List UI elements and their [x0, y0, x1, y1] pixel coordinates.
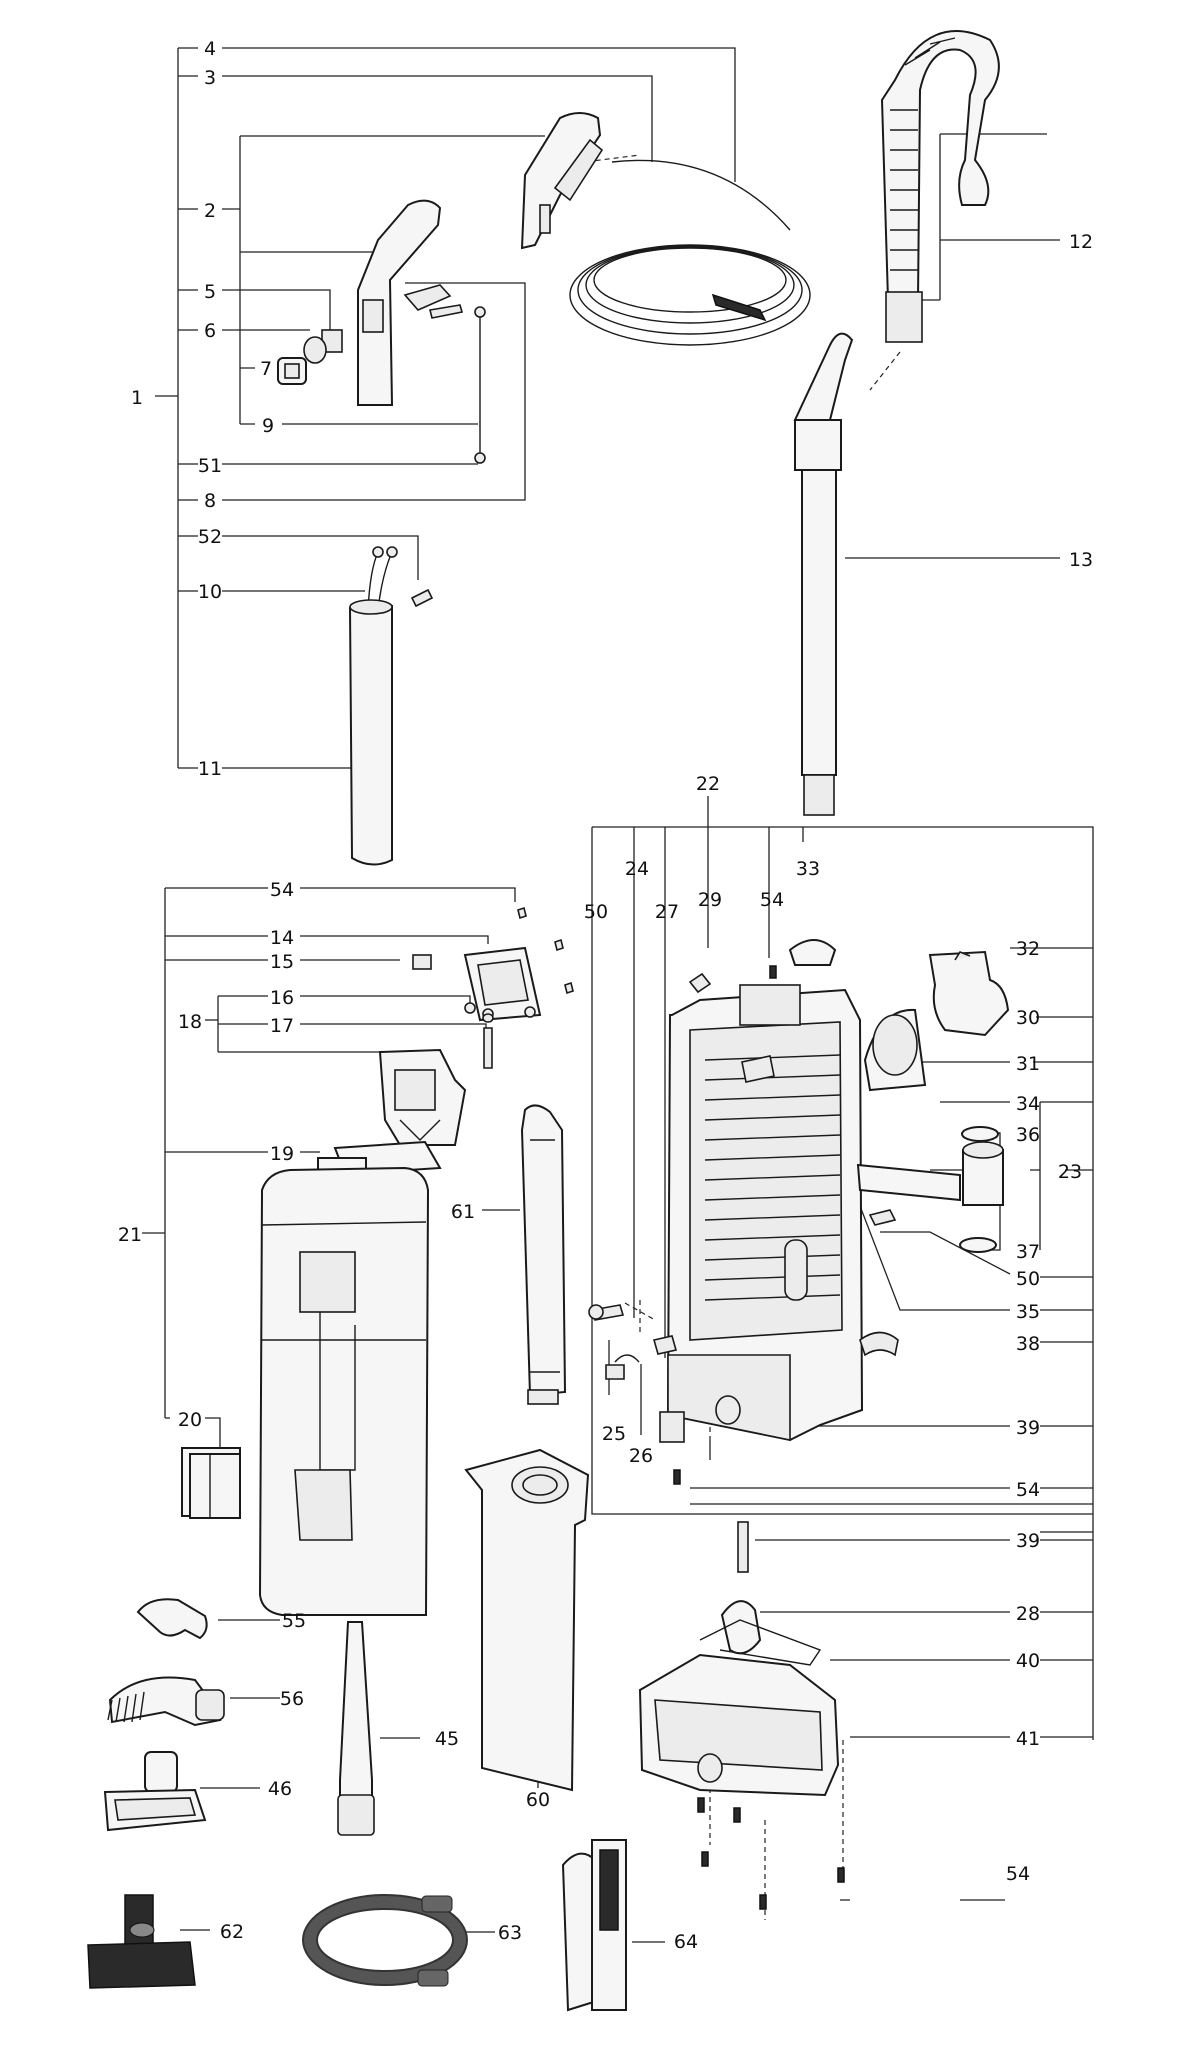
- upholstery-tool-46: [103, 1751, 207, 1832]
- label-37: 37: [1016, 1241, 1040, 1263]
- label-25: 25: [602, 1423, 626, 1445]
- label-50b: 50: [1016, 1268, 1040, 1290]
- parts: [87, 30, 1010, 2012]
- label-4: 4: [204, 38, 216, 60]
- clamp-33: [688, 939, 837, 1083]
- label-61: 61: [451, 1201, 475, 1223]
- small-fasteners: [588, 1304, 899, 1443]
- label-8: 8: [204, 490, 216, 512]
- label-29: 29: [698, 889, 722, 911]
- crevice-tool-45: [337, 1621, 375, 1836]
- label-64: 64: [674, 1931, 698, 1953]
- label-28: 28: [1016, 1603, 1040, 1625]
- tube-wires: [367, 546, 434, 611]
- label-54c: 54: [1016, 1479, 1040, 1501]
- label-36: 36: [1016, 1124, 1040, 1146]
- bag-60: [464, 1448, 590, 1792]
- label-5: 5: [204, 281, 216, 303]
- filter-pads-20: [181, 1447, 241, 1519]
- label-39a: 39: [1016, 1417, 1040, 1439]
- label-50a: 50: [584, 901, 608, 923]
- label-35: 35: [1016, 1301, 1040, 1323]
- label-31: 31: [1016, 1053, 1040, 1075]
- leader-lines: [142, 47, 1094, 1943]
- power-cord-coil: [569, 159, 811, 346]
- label-32: 32: [1016, 938, 1040, 960]
- label-22: 22: [696, 773, 720, 795]
- bag-pack-64: [561, 1839, 627, 2012]
- screws-54: [673, 965, 845, 1910]
- label-38: 38: [1016, 1333, 1040, 1355]
- exhaust-30: [863, 950, 1010, 1092]
- label-17: 17: [270, 1015, 294, 1037]
- clip-assembly: [412, 906, 574, 1069]
- label-1: 1: [131, 387, 143, 409]
- label-39b: 39: [1016, 1530, 1040, 1552]
- label-45: 45: [435, 1728, 459, 1750]
- label-56: 56: [280, 1688, 304, 1710]
- handle-grip-top: [520, 112, 604, 250]
- label-10: 10: [198, 581, 222, 603]
- label-15: 15: [270, 951, 294, 973]
- switch-block: [378, 1048, 467, 1146]
- label-6: 6: [204, 320, 216, 342]
- bag-61: [520, 1104, 567, 1405]
- label-18: 18: [178, 1011, 202, 1033]
- label-33: 33: [796, 858, 820, 880]
- cable-wire-9: [403, 284, 486, 464]
- label-55: 55: [282, 1610, 306, 1632]
- label-7: 7: [260, 358, 272, 380]
- label-30: 30: [1016, 1007, 1040, 1029]
- lower-handle-tube: [348, 599, 393, 866]
- label-3: 3: [204, 67, 216, 89]
- label-41: 41: [1016, 1728, 1040, 1750]
- label-23: 23: [1058, 1161, 1082, 1183]
- hose-63: [302, 1894, 468, 1987]
- label-24: 24: [625, 858, 649, 880]
- turbo-brush-62: [87, 1894, 196, 1989]
- label-12: 12: [1069, 231, 1093, 253]
- label-9: 9: [262, 415, 274, 437]
- valve-23: [856, 1126, 1004, 1253]
- label-26: 26: [629, 1445, 653, 1467]
- label-16: 16: [270, 987, 294, 1009]
- label-62: 62: [220, 1921, 244, 1943]
- part-number-labels: 4 3 2 5 6 7 1 9 51 8 52 10 11 12 13 22 2…: [118, 38, 1093, 1953]
- bottom-assembly: [638, 1521, 840, 1797]
- label-21: 21: [118, 1224, 142, 1246]
- label-2: 2: [204, 200, 216, 222]
- label-54d: 54: [1006, 1863, 1030, 1885]
- label-20: 20: [178, 1409, 202, 1431]
- label-19: 19: [270, 1143, 294, 1165]
- label-46: 46: [268, 1778, 292, 1800]
- label-13: 13: [1069, 549, 1093, 571]
- front-cover: [258, 1166, 430, 1616]
- label-54b: 54: [760, 889, 784, 911]
- label-40: 40: [1016, 1650, 1040, 1672]
- label-60: 60: [526, 1789, 550, 1811]
- brush-56: [107, 1676, 225, 1727]
- label-52: 52: [198, 526, 222, 548]
- label-54a: 54: [270, 879, 294, 901]
- handle-grip-middle: [357, 199, 442, 406]
- label-27: 27: [655, 901, 679, 923]
- small-clips: [277, 329, 343, 385]
- label-11: 11: [198, 758, 222, 780]
- hose-12: [880, 30, 1000, 343]
- label-51: 51: [198, 455, 222, 477]
- wand-13: [793, 332, 854, 816]
- label-34: 34: [1016, 1093, 1040, 1115]
- clip-55: [136, 1598, 208, 1640]
- label-14: 14: [270, 927, 294, 949]
- main-housing: [666, 984, 864, 1442]
- label-63: 63: [498, 1922, 522, 1944]
